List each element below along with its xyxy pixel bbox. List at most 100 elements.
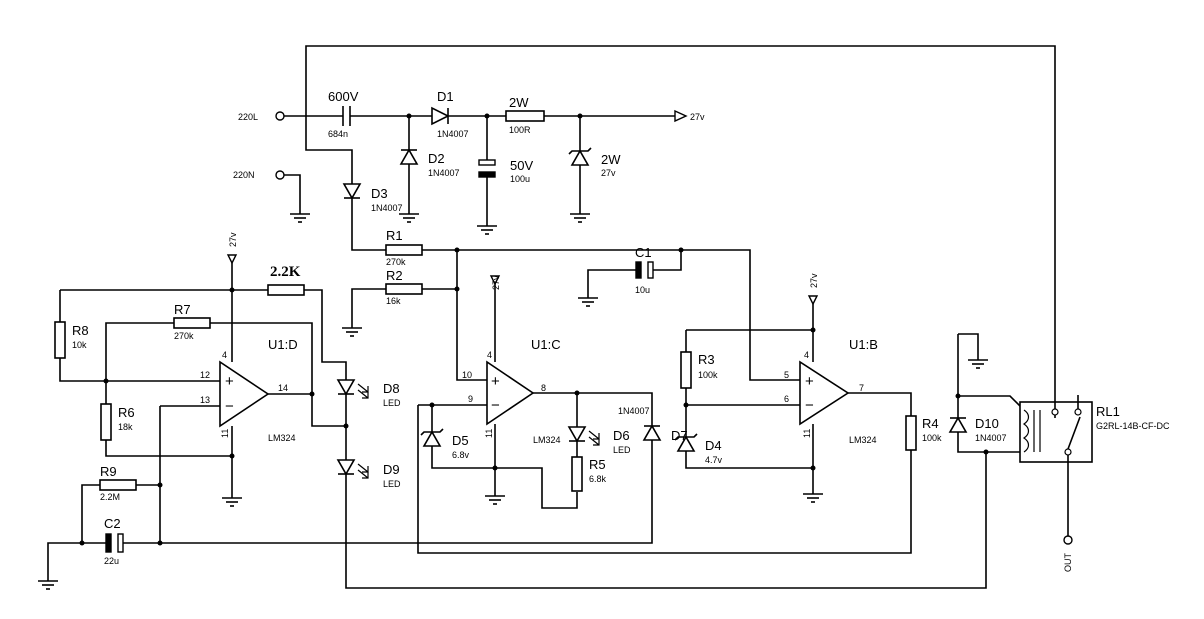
- zener-27v-rating: 2W: [601, 152, 621, 167]
- terminal-out[interactable]: [1063, 535, 1073, 545]
- resistor-r5-ref: R5: [589, 457, 606, 472]
- svg-text:11: 11: [220, 429, 230, 438]
- opamp-u1b-part: LM324: [849, 435, 877, 445]
- svg-text:+: +: [805, 373, 814, 390]
- resistor-100r-rating: 2W: [509, 95, 529, 110]
- opamp-u1d-ref: U1:D: [268, 337, 298, 352]
- svg-text:14: 14: [278, 383, 288, 393]
- relay-rl1-ref: RL1: [1096, 404, 1120, 419]
- led-d9-ref: D9: [383, 462, 400, 477]
- svg-text:11: 11: [802, 429, 812, 438]
- terminal-220l[interactable]: [275, 111, 285, 121]
- led-d9: D9 LED: [336, 459, 401, 489]
- resistor-r5: R5 6.8k: [571, 456, 607, 492]
- svg-text:27v: 27v: [809, 273, 819, 288]
- diode-d3-ref: D3: [371, 186, 388, 201]
- resistor-r8: R8 10k: [54, 321, 89, 359]
- led-d9-part: LED: [383, 479, 401, 489]
- opamp-u1c-ref: U1:C: [531, 337, 561, 352]
- diode-d1: D1 1N4007: [431, 89, 469, 139]
- diode-d1-ref: D1: [437, 89, 454, 104]
- svg-text:11: 11: [484, 429, 494, 438]
- capacitor-c2-ref: C2: [104, 516, 121, 531]
- opamp-u1c-part: LM324: [533, 435, 561, 445]
- resistor-r8-value: 10k: [72, 340, 87, 350]
- svg-text:27v: 27v: [491, 275, 501, 290]
- diode-d10-ref: D10: [975, 416, 999, 431]
- zener-d5-ref: D5: [452, 433, 469, 448]
- opamp-u1c-section: 27v + − 4 11 10 9 8 U1:C LM324 D5 6.8v: [417, 275, 912, 554]
- led-d8-part: LED: [383, 398, 401, 408]
- svg-text:13: 13: [200, 395, 210, 405]
- resistor-r2-ref: R2: [386, 268, 403, 283]
- resistor-r4-ref: R4: [922, 416, 939, 431]
- zener-d5: D5 6.8v: [420, 428, 470, 460]
- svg-text:8: 8: [541, 383, 546, 393]
- opamp-u1d: + − 4 11 12 13 14 U1:D LM324: [200, 337, 298, 443]
- capacitor-c1: C1 10u: [635, 245, 654, 295]
- zener-d4: D4 4.7v: [674, 433, 723, 465]
- resistor-r3-value: 100k: [698, 370, 718, 380]
- terminal-220l-label: 220L: [238, 112, 258, 122]
- resistor-r9: R9 2.2M: [99, 464, 137, 502]
- resistor-r1: R1 270k: [385, 228, 423, 267]
- resistor-2-2k: 2.2K: [267, 264, 305, 296]
- diode-d3: D3 1N4007: [342, 183, 403, 213]
- svg-text:4: 4: [487, 350, 492, 360]
- svg-text:−: −: [491, 397, 500, 414]
- led-d8-ref: D8: [383, 381, 400, 396]
- diode-d3-part: 1N4007: [371, 203, 403, 213]
- zener-27v: 2W 27v: [568, 147, 621, 178]
- capacitor-c2: C2 22u: [104, 516, 124, 566]
- opamp-u1d-section: 27v 2.2K R8 10k R7 270k R6: [54, 232, 347, 543]
- svg-text:6: 6: [784, 394, 789, 404]
- svg-text:9: 9: [468, 394, 473, 404]
- relay-rl1-part: G2RL-14B-CF-DC: [1096, 421, 1170, 431]
- opamp-u1d-part: LM324: [268, 433, 296, 443]
- zener-27v-value: 27v: [601, 168, 616, 178]
- resistor-r3-ref: R3: [698, 352, 715, 367]
- opamp-u1b-section: 27v R3 100k D4 4.7v + − 4 11 5 6 7: [674, 273, 942, 503]
- svg-text:−: −: [805, 397, 814, 414]
- reference-network: R1 270k C1 10u R2 16k: [341, 228, 800, 381]
- zener-d4-ref: D4: [705, 438, 722, 453]
- rail-27v-label: 27v: [690, 112, 705, 122]
- led-d8: D8 LED: [336, 379, 401, 408]
- bulk-capacitor-rating: 50V: [510, 158, 533, 173]
- svg-text:+: +: [491, 373, 500, 390]
- svg-text:+: +: [225, 373, 234, 390]
- capacitor-c1-ref: C1: [635, 245, 652, 260]
- resistor-r7-value: 270k: [174, 331, 194, 341]
- relay-section: D10 1N4007 RL1 G2RL-14B-CF-DC OUT: [948, 333, 1170, 572]
- resistor-100r: 2W 100R: [505, 95, 545, 135]
- power-supply-section: 220L 600V 684n D1 1N4007 2W 100R 27v: [233, 45, 1056, 402]
- diode-d2-part: 1N4007: [428, 168, 460, 178]
- svg-text:−: −: [225, 398, 234, 415]
- resistor-r3: R3 100k: [680, 351, 718, 389]
- svg-text:4: 4: [804, 350, 809, 360]
- diode-d1-part: 1N4007: [437, 129, 469, 139]
- bulk-capacitor-value: 100u: [510, 174, 530, 184]
- zener-d5-value: 6.8v: [452, 450, 470, 460]
- rail-27v-arrow: [674, 109, 688, 123]
- timing-network: R9 2.2M C2 22u: [37, 440, 653, 590]
- diode-d10-part: 1N4007: [975, 433, 1007, 443]
- zener-d4-value: 4.7v: [705, 455, 723, 465]
- terminal-220n[interactable]: [275, 170, 285, 180]
- terminal-220n-label: 220N: [233, 170, 255, 180]
- diode-d2: D2 1N4007: [399, 148, 460, 178]
- resistor-r1-value: 270k: [386, 257, 406, 267]
- resistor-r8-ref: R8: [72, 323, 89, 338]
- led-column: D8 LED D9 LED: [336, 379, 987, 589]
- resistor-r6: R6 18k: [100, 403, 135, 441]
- resistor-r5-value: 6.8k: [589, 474, 607, 484]
- resistor-r4-value: 100k: [922, 433, 942, 443]
- resistor-r7: R7 270k: [173, 302, 211, 341]
- resistor-2-2k-value: 2.2K: [270, 264, 301, 280]
- led-d6: D6 LED: [567, 426, 631, 455]
- opamp-u1b: + − 4 11 5 6 7 U1:B LM324: [784, 337, 878, 445]
- input-capacitor-rating: 600V: [328, 89, 359, 104]
- resistor-r6-value: 18k: [118, 422, 133, 432]
- svg-text:10: 10: [462, 370, 472, 380]
